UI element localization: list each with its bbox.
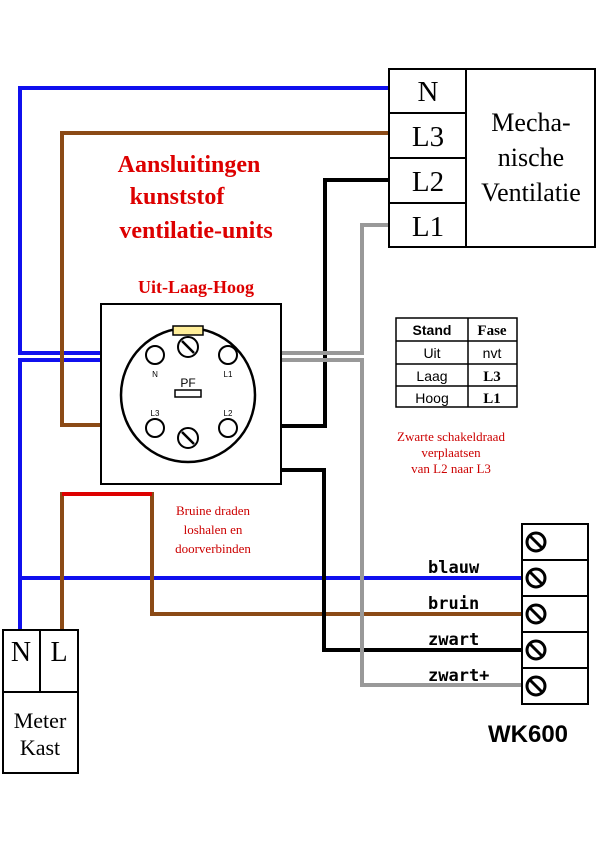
mv-label-line-3: Ventilatie: [481, 178, 581, 207]
title-block: Aansluitingen kunststof ventilatie-units: [118, 152, 273, 244]
switch-terminal-l3-hole: [145, 418, 165, 438]
table-row-uit-stand: Uit: [423, 345, 440, 361]
switch-center-label: PF: [180, 376, 195, 390]
wk600-label: WK600: [488, 721, 568, 748]
note-switch-wire-line-1: Zwarte schakeldraad: [397, 429, 505, 444]
title-line-1: Aansluitingen: [118, 152, 261, 178]
wk600-wire-zwart: zwart: [428, 630, 479, 650]
meter-terminal-l: L: [50, 637, 67, 668]
switch-terminal-l1-label: L1: [224, 370, 233, 379]
wk600-wire-zwart-plus: zwart+: [428, 666, 489, 686]
meter-terminal-n: N: [11, 637, 31, 668]
table-header-stand: Stand: [413, 322, 452, 338]
mv-label-line-2: nische: [498, 143, 564, 172]
switch-block: Uit-Laag-Hoog PF N L1 L3 L2: [100, 277, 282, 485]
note-brown-wires-line-2: loshalen en: [184, 522, 243, 537]
mv-label-line-1: Mecha-: [491, 108, 570, 137]
table-row-laag-stand: Laag: [416, 368, 447, 384]
mv-terminal-l1: L1: [412, 211, 444, 243]
wire-gray-l1: [228, 223, 389, 355]
table-row-uit-fase: nvt: [483, 345, 502, 361]
meter-kast: N L Meter Kast: [2, 629, 79, 774]
switch-label: Uit-Laag-Hoog: [138, 277, 254, 297]
wire-gray-wk: [232, 358, 525, 687]
switch-center-slot: [174, 389, 202, 398]
note-switch-wire-line-2: verplaatsen: [421, 445, 481, 460]
table-header-fase: Fase: [477, 323, 507, 339]
mv-terminal-l2: L2: [412, 166, 444, 198]
wire-black-wk: [236, 468, 525, 652]
meter-label-line-1: Meter: [14, 708, 67, 733]
switch-terminal-n-label: N: [152, 370, 158, 379]
mechanical-ventilation-unit: N L3 L2 L1 Mecha- nische Ventilatie: [388, 68, 596, 248]
note-brown-wires-line-1: Bruine draden: [176, 503, 251, 518]
table-row-laag-fase: L3: [483, 369, 501, 385]
table-row-hoog-stand: Hoog: [415, 390, 448, 406]
switch-terminal-l1-hole: [218, 345, 238, 365]
switch-terminal-l2-label: L2: [224, 409, 233, 418]
mv-terminal-n: N: [418, 76, 439, 108]
wk600-wire-bruin: bruin: [428, 594, 479, 614]
wire-blue-top: [18, 86, 389, 355]
wk600-terminal-block: blauw bruin zwart zwart+ WK600: [428, 523, 589, 748]
switch-terminal-l3-label: L3: [151, 409, 160, 418]
note-brown-wires-line-3: doorverbinden: [175, 541, 251, 556]
title-line-2: kunststof: [130, 184, 226, 210]
stand-fase-table: Stand Fase Uit nvt Laag L3 Hoog L1: [395, 317, 518, 408]
note-switch-wire-line-3: van L2 naar L3: [411, 461, 491, 476]
switch-terminal-n-hole: [145, 345, 165, 365]
note-switch-wire: Zwarte schakeldraad verplaatsen van L2 n…: [397, 429, 505, 476]
wk600-wire-blauw: blauw: [428, 558, 480, 578]
switch-terminal-l2-hole: [218, 418, 238, 438]
note-brown-wires: Bruine draden loshalen en doorverbinden: [175, 503, 251, 556]
mv-terminal-l3: L3: [412, 121, 444, 153]
table-row-hoog-fase: L1: [483, 391, 501, 407]
title-line-3: ventilatie-units: [119, 218, 272, 244]
switch-notch: [172, 325, 204, 336]
meter-label-line-2: Kast: [20, 735, 60, 760]
